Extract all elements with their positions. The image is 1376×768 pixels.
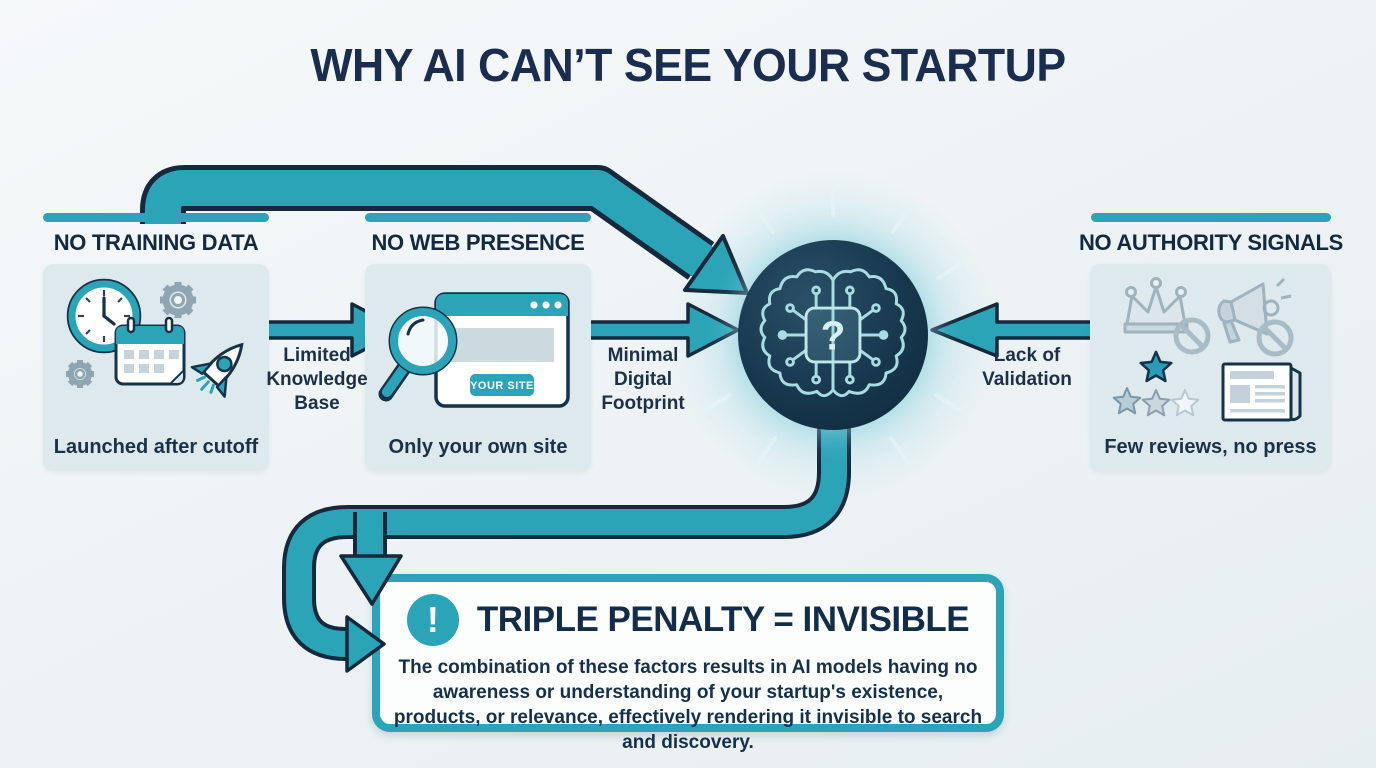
penalty-heading: TRIPLE PENALTY = INVISIBLE [476,600,970,639]
topbar-training [43,213,269,222]
stars-icon [1112,350,1199,417]
alert-glyph: ! [426,599,439,640]
penalty-header: ! TRIPLE PENALTY = INVISIBLE [406,594,970,646]
training-icons [43,274,269,414]
arrow-lack-validation [930,302,1094,358]
heading-no-web-presence: NO WEB PRESENCE [371,230,585,255]
page-title: WHY AI CAN’T SEE YOUR STARTUP [310,39,1066,91]
penalty-body-text: The combination of these factors results… [393,657,983,754]
browser-icon: YOUR SITE [434,292,570,408]
arrow-training-to-hub-top [140,165,749,295]
crown-icon [1123,277,1188,334]
heading-no-training-data: NO TRAINING DATA [53,230,259,255]
gear-icon [160,282,196,318]
caption-few-reviews-no-press: Few reviews, no press [1104,436,1317,458]
caption-only-your-own-site: Only your own site [388,436,568,458]
magnifier-icon [378,306,458,402]
label-minimal-digital-footprint: Minimal Digital Footprint [601,345,685,414]
rocket-icon [190,342,244,398]
newspaper-icon [1221,362,1301,422]
label-limited-knowledge-base: Limited Knowledge Base [266,345,368,414]
question-mark-glyph: ? [821,312,846,358]
arrow-minimal-footprint [587,302,740,358]
gear-small-icon [66,360,94,388]
pipe-hub-to-penalty [282,415,851,673]
authority-icons [1090,272,1331,426]
prohibition-icon [1256,319,1293,357]
factor-box-training: Launched after cutoff [43,264,269,471]
topbar-web [365,213,591,222]
chip-outline [804,306,862,364]
penalty-box: ! TRIPLE PENALTY = INVISIBLE The combina… [372,574,1004,753]
factor-box-web: YOUR SITE Only your own site [365,264,591,471]
ai-brain-hub: ? [738,240,928,430]
topbar-authority [1091,213,1331,222]
calendar-icon [114,316,186,386]
authority-signals-icon [1112,277,1301,422]
browser-search-icon: YOUR SITE [378,292,570,408]
web-icons: YOUR SITE [365,286,591,416]
clock-calendar-rocket-icon [66,278,244,398]
alert-icon: ! [406,594,459,646]
your-site-badge: YOUR SITE [470,380,534,392]
caption-launched-after-cutoff: Launched after cutoff [53,436,259,458]
label-lack-of-validation: Lack of Validation [982,345,1072,390]
prohibition-icon [1173,317,1210,355]
ai-brain-chip-icon: ? [759,268,907,398]
megaphone-icon [1216,277,1291,344]
heading-no-authority-signals: NO AUTHORITY SIGNALS [1078,230,1344,255]
factor-box-authority: Few reviews, no press [1090,264,1331,471]
